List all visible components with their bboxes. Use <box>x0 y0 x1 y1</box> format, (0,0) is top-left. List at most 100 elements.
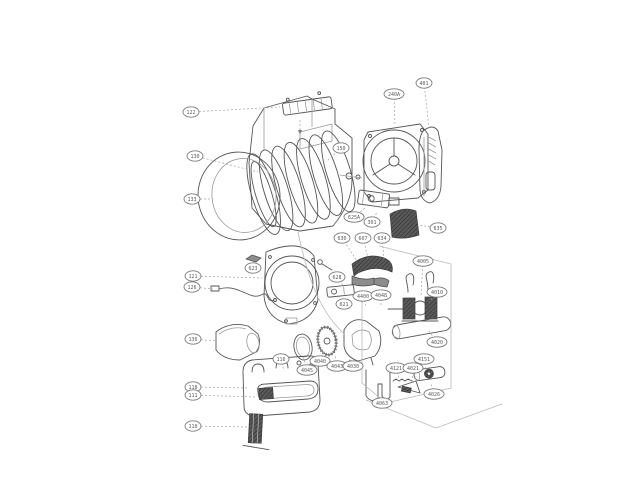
part-callout-240A[interactable]: 240A <box>383 88 405 127</box>
lint-duct <box>215 324 261 361</box>
part-callout-623[interactable]: 623 <box>244 259 262 274</box>
part-callout-4021[interactable]: 4021 <box>402 362 424 382</box>
part-callout-607[interactable]: 607 <box>354 232 372 259</box>
part-callout-4045[interactable]: 4045 <box>296 356 318 376</box>
callout-bubble[interactable] <box>244 262 262 274</box>
part-callout-150[interactable]: 150 <box>325 142 350 163</box>
part-callout-126[interactable]: 126 <box>183 281 214 293</box>
part-callout-4026[interactable]: 4026 <box>423 383 445 400</box>
callout-bubble[interactable] <box>333 232 351 244</box>
part-callout-4010[interactable]: 4010 <box>426 286 448 303</box>
callout-bubble[interactable] <box>423 388 445 400</box>
callout-bubble[interactable] <box>186 150 204 162</box>
side-panel-outline <box>297 231 503 429</box>
part-callout-130[interactable]: 130 <box>186 150 259 173</box>
part-callout-628[interactable]: 628 <box>328 271 346 288</box>
part-callout-111[interactable]: 111 <box>184 389 256 401</box>
callout-bubble[interactable] <box>426 336 448 348</box>
callout-label: 4010 <box>431 290 443 296</box>
callout-bubble[interactable] <box>272 353 290 365</box>
part-callout-122[interactable]: 122 <box>182 106 281 118</box>
part-callout-301[interactable]: 301 <box>363 211 381 228</box>
callout-bubble[interactable] <box>371 397 393 409</box>
callout-bubble[interactable] <box>335 298 353 310</box>
part-callout-4151[interactable]: 4151 <box>413 353 435 370</box>
callout-label: 111 <box>188 393 197 399</box>
callout-bubble[interactable] <box>426 286 448 298</box>
part-callout-4121[interactable]: 4121 <box>385 362 407 380</box>
callout-label: 635 <box>433 226 442 232</box>
callout-label: 623 <box>248 266 257 272</box>
callout-bubble[interactable] <box>184 389 202 401</box>
part-callout-625A[interactable]: 625A <box>343 206 367 223</box>
part-callout-634[interactable]: 634 <box>373 232 391 260</box>
blower-wheel <box>316 325 338 357</box>
part-callout-4020[interactable]: 4020 <box>426 330 448 348</box>
part-callout-121[interactable]: 121 <box>184 270 263 282</box>
leader-line <box>417 224 439 229</box>
part-callout-118[interactable]: 118 <box>184 381 250 393</box>
part-callout-635[interactable]: 635 <box>417 222 447 234</box>
callout-bubble[interactable] <box>415 77 433 89</box>
wire-harness <box>210 285 277 302</box>
callout-bubble[interactable] <box>184 333 202 345</box>
callout-bubble[interactable] <box>429 222 447 234</box>
callout-bubble[interactable] <box>383 88 405 100</box>
callout-bubble[interactable] <box>184 270 202 282</box>
callout-label: 621 <box>339 302 348 308</box>
part-callout-630[interactable]: 630 <box>333 232 358 262</box>
part-callout-4043[interactable]: 4043 <box>326 355 348 372</box>
filter-housing <box>242 355 321 417</box>
part-callout-4048[interactable]: 4048 <box>370 289 392 307</box>
part-callout-4030[interactable]: 4030 <box>342 357 364 372</box>
leader-line <box>381 237 385 260</box>
part-callout-4005[interactable]: 4005 <box>412 255 434 296</box>
callout-bubble[interactable] <box>184 420 202 432</box>
part-callout-136[interactable]: 136 <box>184 333 218 345</box>
callout-bubble[interactable] <box>332 142 350 154</box>
callout-label: 126 <box>187 285 196 291</box>
callout-bubble[interactable] <box>413 353 435 365</box>
callout-bubble[interactable] <box>183 193 201 205</box>
callout-bubble[interactable] <box>309 355 331 367</box>
front-drum-head <box>263 245 320 325</box>
callout-label: 4063 <box>376 401 388 407</box>
leader-line <box>192 275 263 279</box>
callout-bubble[interactable] <box>343 211 365 223</box>
leader-line <box>192 386 250 389</box>
callout-bubble[interactable] <box>183 281 201 293</box>
callout-label: 122 <box>186 110 195 116</box>
callout-label: 150 <box>336 146 345 152</box>
part-callout-133[interactable]: 133 <box>183 193 213 205</box>
part-callout-621[interactable]: 621 <box>335 296 353 310</box>
callout-label: 118 <box>188 385 197 391</box>
part-callout-4400[interactable]: 4400 <box>352 290 374 308</box>
callout-bubble[interactable] <box>402 362 424 374</box>
callout-bubble[interactable] <box>328 271 346 283</box>
callout-bubble[interactable] <box>370 289 392 301</box>
part-callout-116[interactable]: 116 <box>272 353 290 372</box>
part-callout-401[interactable]: 401 <box>415 77 433 129</box>
callout-label: 4040 <box>314 359 326 365</box>
callout-bubble[interactable] <box>342 360 364 372</box>
heater-assembly <box>351 255 393 288</box>
callout-bubble[interactable] <box>373 232 391 244</box>
part-callout-4040[interactable]: 4040 <box>309 351 331 367</box>
callout-bubble[interactable] <box>412 255 434 267</box>
callout-label: 136 <box>188 337 197 343</box>
lint-filter <box>242 413 270 451</box>
callout-bubble[interactable] <box>363 216 381 228</box>
leader-line <box>192 394 256 398</box>
leader-line <box>325 147 342 163</box>
callout-bubble[interactable] <box>296 364 318 376</box>
leader-line <box>420 260 424 296</box>
leader-line <box>353 206 367 218</box>
callout-bubble[interactable] <box>354 232 372 244</box>
wire-hooks <box>405 271 435 293</box>
part-callout-110[interactable]: 110 <box>184 420 249 432</box>
callout-label: 116 <box>276 357 285 363</box>
rear-drum-head <box>362 123 429 206</box>
callout-label: 4021 <box>407 366 419 372</box>
part-callout-4063[interactable]: 4063 <box>371 396 393 409</box>
callout-bubble[interactable] <box>182 106 200 118</box>
